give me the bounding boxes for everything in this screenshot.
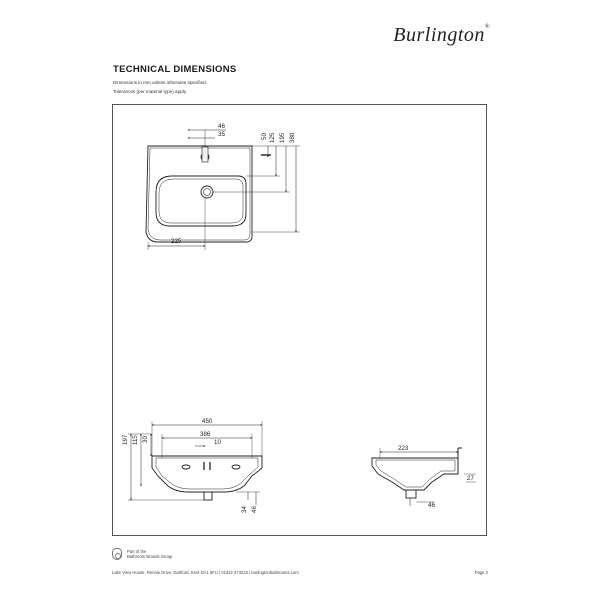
dim-label: 46 [251,506,258,513]
dim-label: 115 [132,435,139,445]
waste-hole [200,185,214,199]
dim-label: 386 [200,431,211,438]
dim-label: 27 [467,475,474,482]
side-view [371,447,476,506]
basin-front-outline [151,455,263,493]
tolerance-note: Tolerances (per material type) apply. [113,89,187,94]
bathroom-brands-logo-icon [112,548,122,560]
page-title: TECHNICAL DIMENSIONS [113,64,237,75]
dim-label: 197 [122,434,129,445]
units-note: Dimensions in mm unless otherwise specif… [113,80,207,85]
side-dimension-labels: 223 27 46 [398,445,474,509]
dim-label: 50 [261,133,268,140]
brand-logo: Burlington® [393,24,490,47]
dim-label: 10 [214,439,221,446]
basin-outline [145,145,253,243]
dim-label: 223 [398,445,409,452]
dim-label: 225 [171,238,182,245]
front-dimension-labels: 450 386 10 197 115 30 34 46 [122,418,258,513]
dim-label: 380 [289,132,296,143]
plan-dimension-labels: 46 35 50 125 195 380 225 [171,123,296,245]
trademark: ® [484,24,490,30]
dim-label: 30 [142,436,149,443]
group-brand: Part of the Bathroom Brands Group [112,548,172,560]
footer-address: Lake View House, Rennie Drive, Dartford,… [112,570,299,575]
page-number: Page 2 [474,570,488,575]
dim-label: 125 [269,132,276,143]
dim-label: 35 [218,131,225,138]
group-line-2: Bathroom Brands Group [127,554,173,559]
basin-bowl [155,175,247,227]
plan-view [145,129,300,250]
dim-label: 450 [202,418,213,425]
dim-label: 195 [279,132,286,143]
dim-label: 46 [428,502,435,509]
front-view [128,421,263,505]
basin-side-outline [371,457,459,491]
dim-label: 46 [218,123,225,130]
drawing-frame [112,104,487,536]
dim-label: 34 [241,506,248,513]
brand-name: Burlington [393,24,485,46]
group-line-1: Part of the [127,549,147,554]
